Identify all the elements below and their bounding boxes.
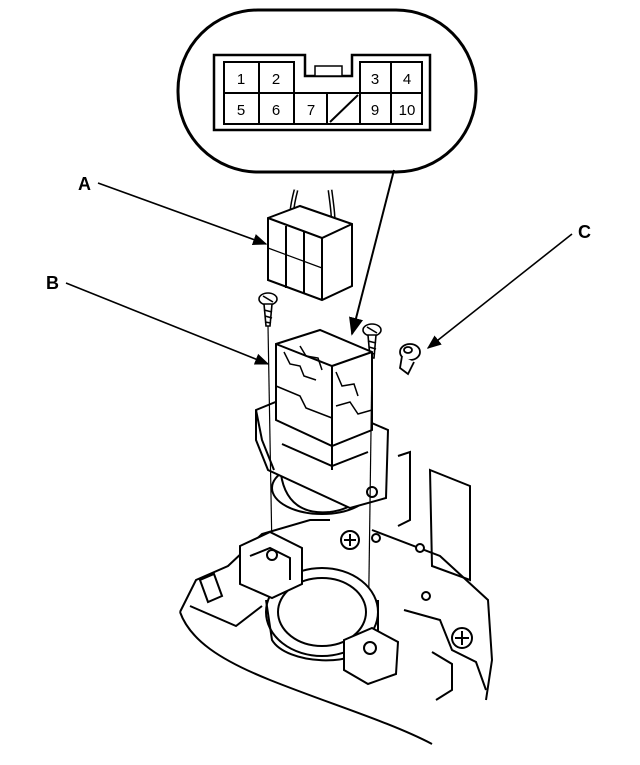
leader-c	[426, 233, 573, 349]
clip-c	[399, 343, 421, 376]
connector-cavity-grid	[223, 61, 423, 125]
leader-a	[97, 182, 268, 245]
leader-inset	[349, 169, 395, 336]
callout-c: C	[578, 222, 591, 242]
switch-body-b	[255, 328, 390, 515]
pin-label: 2	[272, 71, 280, 88]
leader-b	[65, 282, 270, 365]
pin-label: 3	[371, 71, 379, 88]
leader-lines	[65, 169, 573, 365]
connector-latch	[314, 65, 343, 77]
pin-label: 6	[272, 102, 280, 119]
screw-left	[258, 292, 278, 327]
pin-label: 1	[237, 71, 245, 88]
pin-label: 7	[307, 102, 315, 119]
harness-connector-a	[267, 189, 353, 302]
pin-label: 9	[371, 102, 379, 119]
callout-b: B	[46, 273, 59, 293]
pin-label: 4	[403, 71, 411, 88]
screw-right	[362, 323, 382, 359]
connector-inset: 1 2 3 4 5 6 7 9 10	[176, 8, 478, 174]
pin-label: 10	[399, 102, 416, 119]
pin-label: 5	[237, 102, 245, 119]
console-panel	[179, 450, 494, 745]
callout-a: A	[78, 174, 91, 194]
